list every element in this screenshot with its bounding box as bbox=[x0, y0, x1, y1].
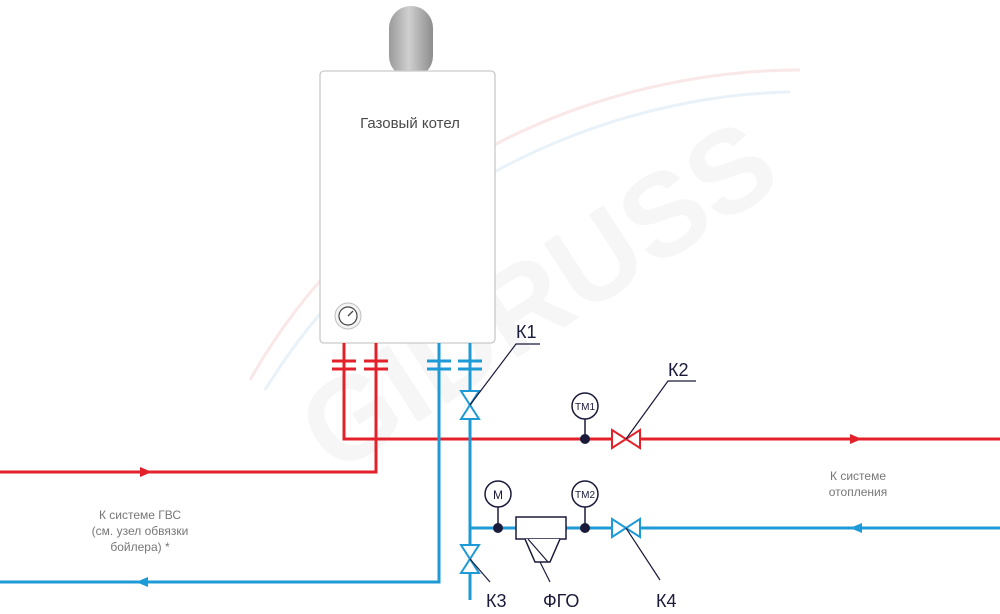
valve-k3-icon bbox=[459, 544, 481, 574]
hot-flow-arrows bbox=[140, 434, 862, 477]
manometer-m: М bbox=[484, 480, 512, 533]
arrow-right-icon bbox=[850, 434, 862, 444]
leader-lines bbox=[469, 343, 696, 583]
filter-fgo-icon bbox=[515, 516, 567, 563]
dhw-note-line-2: (см. узел обвязки bbox=[92, 524, 189, 538]
dhw-note: К системе ГВС (см. узел обвязки бойлера)… bbox=[92, 508, 189, 554]
hot-couplings bbox=[332, 359, 388, 371]
arrow-left-icon bbox=[136, 577, 148, 587]
valve-k2-label: К2 bbox=[668, 360, 689, 380]
dhw-note-line-3: бойлера) * bbox=[110, 540, 170, 554]
arrow-left-icon bbox=[850, 523, 862, 533]
hot-pipes bbox=[0, 343, 1000, 474]
valve-k4-icon bbox=[611, 517, 641, 539]
boiler-body bbox=[319, 70, 496, 344]
heating-note-line-1: К системе bbox=[830, 469, 886, 483]
heating-note: К системе отопления bbox=[829, 469, 887, 499]
boiler-pressure-gauge-icon bbox=[334, 302, 362, 330]
valve-k1-icon bbox=[459, 390, 481, 420]
valve-k3-label: К3 bbox=[486, 591, 507, 611]
cold-flow-arrows bbox=[136, 523, 862, 587]
chimney bbox=[389, 6, 433, 78]
valve-k4-label: К4 bbox=[656, 591, 677, 611]
arrow-right-icon bbox=[140, 467, 152, 477]
boiler-title: Газовый котел bbox=[360, 115, 460, 132]
thermomanometer-tm2: ТМ2 bbox=[571, 480, 599, 533]
valve-k1-label: К1 bbox=[516, 322, 537, 342]
filter-label: ФГО bbox=[543, 591, 579, 611]
gas-boiler: Газовый котел bbox=[319, 6, 496, 344]
tm1-label: ТМ1 bbox=[575, 402, 595, 413]
heating-note-line-2: отопления bbox=[829, 485, 887, 499]
cold-couplings bbox=[427, 359, 482, 371]
tm2-label: ТМ2 bbox=[575, 490, 595, 501]
valve-k2-icon bbox=[611, 428, 641, 450]
thermomanometer-tm1: ТМ1 bbox=[571, 392, 599, 444]
dhw-note-line-1: К системе ГВС bbox=[99, 508, 181, 522]
m-label: М bbox=[493, 488, 503, 502]
